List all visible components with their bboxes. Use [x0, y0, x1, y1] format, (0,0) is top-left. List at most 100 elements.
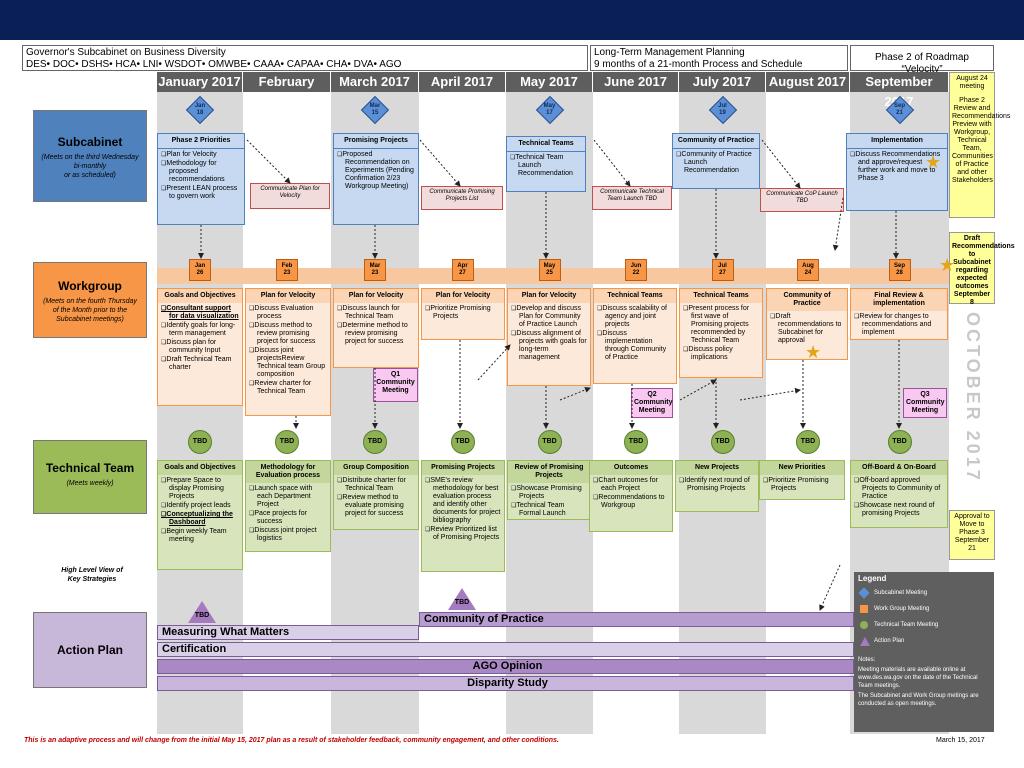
- legend-notes-title: Notes:: [858, 657, 876, 663]
- subcabinet-row-label: Subcabinet (Meets on the third Wednesday…: [33, 110, 147, 202]
- technical-meeting-circle-icon: TBD: [624, 430, 648, 454]
- workgroup-box-list: Consultant support for data visualizatio…: [158, 303, 242, 375]
- legend-title: Legend: [858, 574, 887, 583]
- technical-agenda-item: Discuss joint project logistics: [249, 527, 327, 543]
- subcabinet-box-title: Implementation: [847, 134, 947, 149]
- workgroup-agenda-item: Discuss method to review promising proje…: [249, 322, 327, 346]
- workgroup-sub: (Meets on the fourth Thursday of the Mon…: [43, 298, 137, 323]
- workgroup-agenda-item: Discuss plan for community Input: [161, 339, 239, 355]
- workgroup-box: Community of Practice Draft recommendati…: [766, 288, 848, 360]
- technical-agenda-item: Pace projects for success: [249, 510, 327, 526]
- subcabinet-meeting-date: May 17: [543, 103, 556, 116]
- workgroup-meeting-square-icon: Aug 24: [797, 259, 819, 281]
- legend-item-subcabinet: Subcabinet Meeting: [854, 586, 994, 600]
- workgroup-title: Workgroup: [58, 279, 122, 293]
- legend-item-action: Action Plan: [854, 634, 994, 648]
- workgroup-agenda-item: Consultant support for data visualizatio…: [161, 305, 239, 321]
- technical-box: Off-Board & On-Board Off-board approved …: [850, 460, 948, 528]
- communicate-box: Communicate Plan for Velocity: [250, 183, 330, 209]
- technical-box-list: SME's review methodology for best evalua…: [422, 475, 504, 545]
- header-phase2-box: Phase 2 of Roadmap “Velocity”: [850, 45, 994, 75]
- technical-box-list: Identify next round of Promising Project…: [676, 475, 758, 496]
- workgroup-meeting-square-icon: Jan 26: [189, 259, 211, 281]
- technical-meeting-circle-icon: TBD: [796, 430, 820, 454]
- subcabinet-box: Technical Teams Technical Team Launch Re…: [506, 136, 586, 192]
- action-plan-triangle-icon: [448, 588, 476, 610]
- workgroup-box-list: Discuss launch for Technical TeamDetermi…: [334, 303, 418, 349]
- star-icon: ★: [939, 255, 956, 275]
- technical-box: Group Composition Distribute charter for…: [333, 460, 419, 530]
- communicate-box: Communicate Technical Team Launch TBD: [592, 186, 672, 210]
- subcabinet-box-title: Technical Teams: [507, 137, 585, 152]
- legend-item-workgroup: Work Group Meeting: [854, 602, 994, 616]
- subcabinet-agenda-item: Present LEAN process to govern work: [161, 185, 241, 201]
- action-tbd-label: TBD: [194, 612, 210, 619]
- phase2-review-text: Phase 2 Review and Recommendations Previ…: [952, 97, 1011, 184]
- workgroup-agenda-item: Draft recommendations to Subcabinet for …: [770, 313, 844, 345]
- header-agencies: DES• DOC• DSHS• HCA• LNI• WSDOT• OMWBE• …: [26, 59, 402, 70]
- technical-box: Outcomes Chart outcomes for each Project…: [589, 460, 673, 532]
- workgroup-box-title: Plan for Velocity: [508, 289, 590, 303]
- header-plan-sub: 9 months of a 21-month Process and Sched…: [594, 59, 803, 70]
- subcabinet-box-list: Technical Team Launch Recommendation: [507, 152, 585, 181]
- month-header: September 2017: [850, 72, 948, 109]
- technical-box-list: Launch space with each Department Projec…: [246, 483, 330, 546]
- technical-box-list: Showcase Promising ProjectsTechnical Tea…: [508, 483, 590, 521]
- legend-box: Legend Subcabinet Meeting Work Group Mee…: [854, 572, 994, 732]
- connector-arrow: [593, 139, 631, 187]
- triangle-icon: [860, 637, 870, 646]
- workgroup-box-title: Final Review & implementation: [851, 289, 947, 311]
- workgroup-box-title: Goals and Objectives: [158, 289, 242, 303]
- action-bar-ago: AGO Opinion: [157, 659, 854, 674]
- top-banner: [0, 0, 1024, 40]
- subcabinet-title: Subcabinet: [57, 135, 123, 149]
- workgroup-meeting-square-icon: Jul 27: [711, 259, 734, 281]
- workgroup-agenda-item: Prioritize Promising Projects: [425, 305, 501, 321]
- technical-agenda-item: Showcase Promising Projects: [511, 485, 587, 501]
- month-header: March 2017: [331, 72, 418, 92]
- technical-agenda-item: Distribute charter for Technical Team: [337, 477, 415, 493]
- technical-agenda-item: Technical Team Formal Launch: [511, 502, 587, 518]
- technical-box-list: Off-board approved Projects to Community…: [851, 475, 947, 521]
- circle-icon: [860, 621, 868, 629]
- workgroup-box: Final Review & implementation Review for…: [850, 288, 948, 340]
- legend-label: Action Plan: [874, 638, 905, 644]
- technical-title: Technical Team: [45, 461, 135, 475]
- subcabinet-box-title: Community of Practice: [673, 134, 759, 149]
- subcabinet-box-list: Plan for VelocityMethodology for propose…: [158, 149, 244, 204]
- technical-meeting-circle-icon: TBD: [188, 430, 212, 454]
- technical-box-list: Chart outcomes for each ProjectRecommend…: [590, 475, 672, 513]
- subcabinet-box: Promising Projects Proposed Recommendati…: [333, 133, 419, 225]
- technical-agenda-item: Recommendations to Workgroup: [593, 494, 669, 510]
- month-header: May 2017: [506, 72, 592, 92]
- side-note-aug24: August 24 meeting Phase 2 Review and Rec…: [949, 72, 1011, 218]
- technical-meeting-circle-icon: TBD: [537, 430, 562, 454]
- technical-box-list: Distribute charter for Technical TeamRev…: [334, 475, 418, 521]
- month-header: July 2017: [679, 72, 765, 92]
- legend-item-technical: Technical Team Meeting: [854, 618, 994, 632]
- communicate-box: Communicate CoP Launch TBD: [760, 188, 844, 212]
- technical-meeting-circle-icon: TBD: [363, 430, 387, 454]
- subcabinet-box-title: Phase 2 Priorities: [158, 134, 244, 149]
- technical-agenda-item: Begin weekly Team meeting: [161, 528, 239, 544]
- technical-box-title: New Projects: [676, 461, 758, 475]
- workgroup-box-list: Draft recommendations to Subcabinet for …: [767, 311, 847, 348]
- month-header: June 2017: [593, 72, 678, 92]
- technical-agenda-item: Identify next round of Promising Project…: [679, 477, 755, 493]
- workgroup-box-list: Develop and discuss Plan for Community o…: [508, 303, 590, 365]
- technical-box: Methodology for Evaluation process Launc…: [245, 460, 331, 552]
- workgroup-box: Plan for Velocity Discuss Evaluation pro…: [245, 288, 331, 416]
- subcabinet-box: Implementation Discuss Recommendations a…: [846, 133, 948, 211]
- month-header: August 2017: [766, 72, 849, 92]
- aug24-text: August 24 meeting: [956, 75, 988, 90]
- workgroup-meeting-square-icon: Mar 23: [364, 259, 386, 281]
- workgroup-box-list: Discuss Evaluation processDiscuss method…: [246, 303, 330, 399]
- technical-box: Promising Projects SME's review methodol…: [421, 460, 505, 572]
- footer-date: March 15, 2017: [936, 737, 985, 744]
- subcabinet-sub: (Meets on the third Wednesday bi-monthly…: [41, 154, 139, 179]
- subcabinet-agenda-item: Technical Team Launch Recommendation: [510, 154, 582, 178]
- technical-agenda-item: Review Prioritized list of Promising Pro…: [425, 526, 501, 542]
- workgroup-box: Plan for Velocity Develop and discuss Pl…: [507, 288, 591, 386]
- workgroup-box-list: Review for changes to recommendations an…: [851, 311, 947, 340]
- technical-agenda-item: Identify project leads: [161, 502, 239, 510]
